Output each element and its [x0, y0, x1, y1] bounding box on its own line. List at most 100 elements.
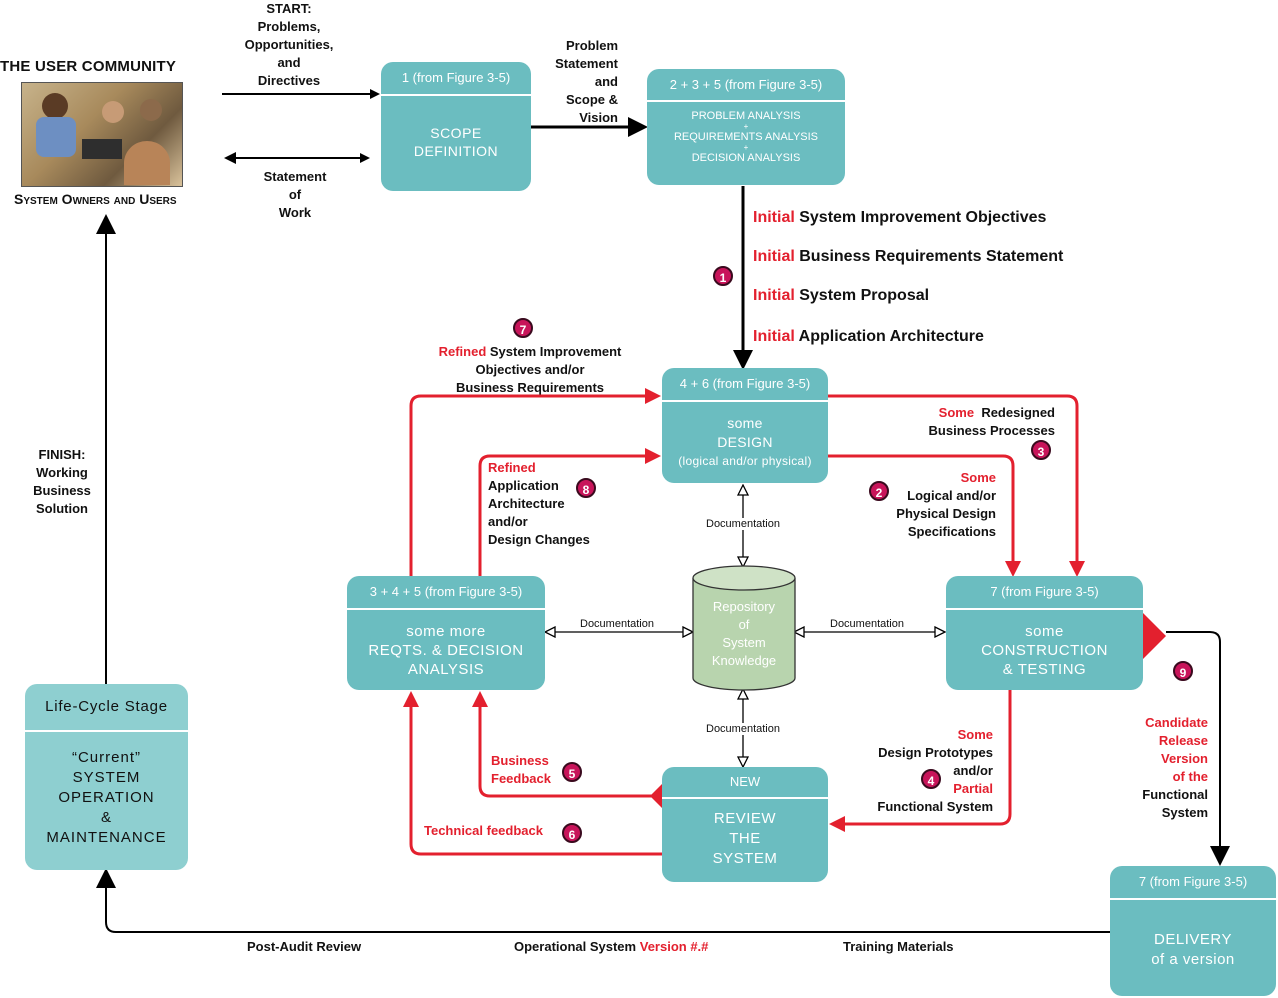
flow-8-refined-architecture: [478, 448, 661, 576]
analysis-body: PROBLEM ANALYSIS + REQUIREMENTS ANALYSIS…: [647, 102, 845, 165]
community-subtitle: System Owners and Users: [14, 191, 177, 207]
lifecycle-line-3: &: [100, 809, 112, 826]
lifecycle-line-0: “Current”: [71, 749, 141, 766]
construction-line-2: & TESTING: [1002, 661, 1087, 678]
construction-line-1: CONSTRUCTION: [981, 642, 1108, 659]
problem-statement-label: Problem Statement and Scope & Vision: [548, 37, 618, 127]
operational-text: Operational System: [514, 939, 637, 954]
doc-label-construction: Documentation: [830, 618, 904, 630]
flow-9-text-0: Functional: [1142, 787, 1208, 802]
review-body: REVIEW THE SYSTEM: [662, 799, 828, 869]
design-box[interactable]: 4 + 6 (from Figure 3-5) some DESIGN (log…: [662, 368, 828, 483]
flow-2-text-0: Logical and/or: [907, 488, 996, 503]
doc-label-design: Documentation: [706, 518, 780, 530]
initial-prefix-1: Initial: [753, 248, 795, 265]
delivery-header: 7 (from Figure 3-5): [1110, 866, 1276, 900]
badge-1: 1: [713, 266, 733, 286]
analysis-line-1: +: [743, 122, 749, 131]
start-line-2: Opportunities,: [244, 37, 334, 52]
repo-line-0: Repository: [712, 599, 776, 614]
initial-prefix-3: Initial: [753, 328, 795, 345]
scope-header: 1 (from Figure 3-5): [381, 62, 531, 96]
initial-text-3: Application Architecture: [798, 328, 984, 345]
badge-8: 8: [576, 478, 596, 498]
flow-3-line-0: Some Redesigned: [900, 404, 1055, 422]
flow-2-red: Some: [960, 470, 996, 485]
operational-version: Version #.#: [639, 939, 709, 954]
initial-text-1: Business Requirements Statement: [799, 248, 1064, 265]
flow-8-text-0: Application: [488, 478, 559, 493]
review-line-0: REVIEW: [713, 810, 777, 827]
flow-6-label: Technical feedback: [424, 823, 543, 838]
scope-body: SCOPE DEFINITION: [381, 96, 531, 160]
reqts-decision-box[interactable]: 3 + 4 + 5 (from Figure 3-5) some more RE…: [347, 576, 545, 690]
review-line-2: SYSTEM: [712, 850, 778, 867]
initial-text-0: System Improvement Objectives: [799, 209, 1047, 226]
badge-7: 7: [513, 318, 533, 338]
flow-3-redesigned-processes: [828, 394, 1085, 577]
analysis-line-2: REQUIREMENTS ANALYSIS: [673, 131, 819, 143]
flow-8-text-2: and/or: [488, 514, 528, 529]
flow-7-text-2: Business Requirements: [455, 380, 605, 395]
start-line-0: START:: [266, 1, 312, 16]
lifecycle-line-2: OPERATION: [58, 789, 155, 806]
initial-item-3: Initial Application Architecture: [753, 328, 984, 346]
statement-of-work-label: Statement of Work: [250, 168, 340, 222]
start-label: START: Problems, Opportunities, and Dire…: [222, 0, 356, 90]
flow-4-text-0: Design Prototypes: [878, 745, 993, 760]
arrow-delivery-to-lifecycle: [96, 868, 1110, 933]
flow-2-label: Some Logical and/or Physical Design Spec…: [880, 469, 996, 541]
finish-line-2: Business: [33, 483, 91, 498]
badge-4: 4: [921, 769, 941, 789]
initial-text-2: System Proposal: [799, 287, 930, 304]
start-line-4: Directives: [257, 73, 321, 88]
repository-cylinder: [692, 565, 796, 691]
scope-line-1: DEFINITION: [413, 143, 499, 159]
initial-prefix-0: Initial: [753, 209, 795, 226]
construction-body: some CONSTRUCTION & TESTING: [946, 610, 1143, 679]
flow-8-red: Refined: [488, 460, 536, 475]
sow-line-1: of: [288, 187, 302, 202]
design-line-1: DESIGN: [717, 434, 773, 450]
badge-2: 2: [869, 481, 889, 501]
analysis-box[interactable]: 2 + 3 + 5 (from Figure 3-5) PROBLEM ANAL…: [647, 69, 845, 185]
design-body: some DESIGN (logical and/or physical): [662, 402, 828, 471]
flow-8-label: Refined Application Architecture and/or …: [488, 459, 590, 549]
photo-person-4: [140, 99, 162, 121]
reqts-line-1: REQTS. & DECISION: [368, 642, 524, 659]
reqts-line-0: some more: [406, 623, 486, 640]
flow-9-label: Candidate Release Version of the Functio…: [1126, 714, 1208, 822]
finish-line-0: FINISH:: [38, 447, 86, 462]
review-header: NEW: [662, 767, 828, 799]
reqts-body: some more REQTS. & DECISION ANALYSIS: [347, 610, 545, 679]
user-community-photo: [21, 82, 183, 187]
flow-7-text-1: Objectives and/or: [475, 362, 585, 377]
sow-line-0: Statement: [263, 169, 327, 184]
photo-person-1: [42, 93, 68, 119]
lifecycle-stage-box[interactable]: Life-Cycle Stage “Current” SYSTEM OPERAT…: [25, 684, 188, 870]
badge-9: 9: [1173, 661, 1193, 681]
review-system-box[interactable]: NEW REVIEW THE SYSTEM: [662, 767, 828, 882]
training-materials-label: Training Materials: [843, 939, 954, 954]
scope-definition-box[interactable]: 1 (from Figure 3-5) SCOPE DEFINITION: [381, 62, 531, 191]
doc-label-reqts: Documentation: [580, 618, 654, 630]
flow-2-text-2: Specifications: [907, 524, 996, 539]
flow-9-text-1: System: [1161, 805, 1208, 820]
lifecycle-line-1: SYSTEM: [72, 769, 141, 786]
delivery-box[interactable]: 7 (from Figure 3-5) DELIVERY of a versio…: [1110, 866, 1276, 996]
flow-9-red-3: of the: [1172, 769, 1208, 784]
flow-5-business-feedback: [472, 691, 658, 798]
design-line-2: (logical and/or physical): [678, 454, 812, 468]
repo-line-1: of: [738, 617, 750, 632]
construction-testing-box[interactable]: 7 (from Figure 3-5) some CONSTRUCTION & …: [946, 576, 1143, 690]
flow-3-text-1: Business Processes: [928, 423, 1055, 438]
ps-line-2: and: [594, 74, 618, 89]
design-line-0: some: [727, 415, 763, 431]
scope-line-0: SCOPE: [430, 125, 482, 141]
initial-prefix-2: Initial: [753, 287, 795, 304]
initial-item-2: Initial System Proposal: [753, 287, 929, 305]
flow-9-red-2: Version: [1161, 751, 1208, 766]
flow-8-text-1: Architecture: [488, 496, 565, 511]
ps-line-4: Vision: [579, 110, 618, 125]
